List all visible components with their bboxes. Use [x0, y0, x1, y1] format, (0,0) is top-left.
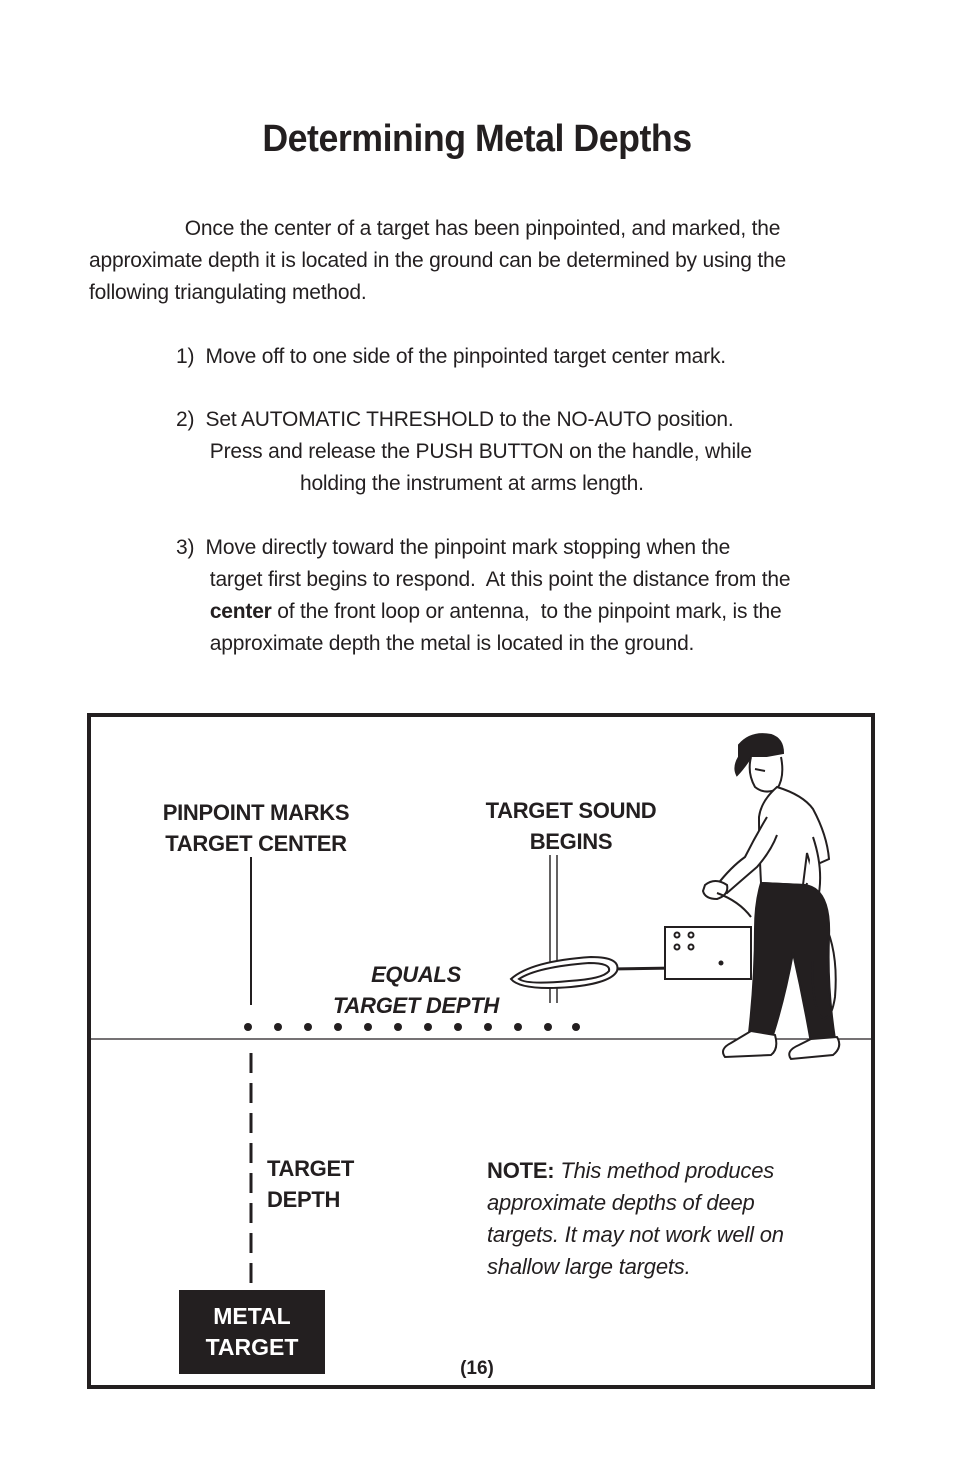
- pinpoint-label: PINPOINT MARKS TARGET CENTER: [162, 800, 350, 856]
- step-2: 2) Set AUTOMATIC THRESHOLD to the NO-AUT…: [176, 408, 752, 495]
- page-number: (16): [460, 1358, 494, 1379]
- diagram-drawing: [91, 733, 871, 1289]
- metal-target-box: METAL TARGET: [179, 1290, 325, 1374]
- target-sound-label: TARGET SOUND BEGINS: [485, 798, 657, 854]
- step-3-bold-word: center: [209, 600, 272, 623]
- note-heading: NOTE:: [487, 1158, 555, 1183]
- equals-depth-label: EQUALS TARGET DEPTH: [333, 962, 499, 1018]
- step-3-line-2: target first begins to respond. At this …: [176, 568, 791, 591]
- metal-target-label: METAL TARGET: [205, 1303, 299, 1360]
- note-body: This method produces approximate depths …: [487, 1158, 784, 1279]
- person-with-metal-detector-icon: [509, 733, 841, 1061]
- step-1: 1) Move off to one side of the pinpointe…: [176, 345, 726, 368]
- dotted-distance-line: [244, 1023, 580, 1031]
- depth-diagram: PINPOINT MARKS TARGET CENTER TARGET SOUN…: [87, 713, 875, 1389]
- step-3-line-1: 3) Move directly toward the pinpoint mar…: [176, 536, 731, 559]
- note-text: NOTE: This method produces approximate d…: [487, 1155, 807, 1283]
- page-title: Determining Metal Depths: [262, 118, 692, 160]
- step-3-line-4: approximate depth the metal is located i…: [176, 632, 695, 655]
- intro-paragraph: Once the center of a target has been pin…: [89, 217, 786, 304]
- step-3: 3) Move directly toward the pinpoint mar…: [176, 532, 791, 660]
- step-3-line-3-prefix: [176, 600, 210, 623]
- target-depth-label: TARGET DEPTH: [267, 1156, 355, 1212]
- step-3-line-3-rest: of the front loop or antenna, to the pin…: [271, 600, 782, 623]
